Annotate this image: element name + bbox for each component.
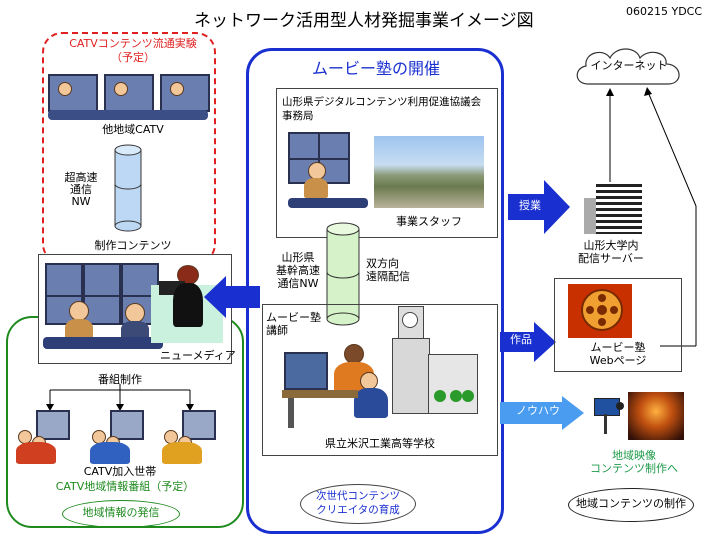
server-label-1: 山形大学内: [583, 239, 639, 252]
local-info-label: 地域情報の発信: [82, 506, 160, 519]
regional-video-label-2: コンテンツ制作へ: [590, 462, 678, 475]
production-studio-image: [38, 254, 232, 364]
classroom-image: [282, 342, 392, 432]
internet-cloud: [576, 48, 680, 85]
regional-scene-image: [628, 392, 684, 440]
secretariat-label: 事務局: [282, 110, 314, 122]
works-label: 作品: [510, 333, 532, 346]
backbone-label-2: 基幹高速: [276, 264, 320, 277]
class-arrow: [508, 180, 570, 234]
catv-households-image: [14, 410, 224, 466]
nw-label-2: 通信: [70, 183, 92, 196]
other-catv-studio-image: [48, 66, 210, 122]
program-production-arrows: [46, 384, 194, 411]
council-label: 山形県デジタルコンテンツ利用促進協議会: [282, 96, 482, 108]
creator-label-2: クリエイタの育成: [316, 504, 400, 516]
web-label-1: ムービー塾: [590, 341, 646, 354]
creator-label-1: 次世代コンテンツ: [316, 490, 400, 502]
program-production-label: 番組制作: [98, 373, 142, 386]
bidirectional-label-2: 遠隔配信: [366, 270, 410, 283]
backbone-label-3: 通信NW: [277, 277, 319, 290]
doc-code: 060215 YDCC: [626, 5, 703, 18]
catv-experiment-sub: （予定）: [111, 51, 155, 64]
works-arrow: [500, 322, 556, 362]
distribute-to-catv-arrow: [204, 276, 260, 318]
high-speed-nw-cylinder: [114, 144, 142, 232]
regional-content-label: 地域コンテンツの制作: [576, 497, 686, 510]
staff-label: 事業スタッフ: [396, 215, 462, 228]
web-label-2: Webページ: [589, 354, 647, 367]
nw-label-1: 超高速: [64, 171, 98, 184]
instructor-label-2: 講師: [266, 324, 288, 337]
server-label-2: 配信サーバー: [578, 252, 644, 265]
nw-label-3: NW: [71, 195, 91, 208]
instructor-label-1: ムービー塾: [266, 311, 321, 324]
creator-oval: [300, 484, 416, 524]
movie-school-title: ムービー塾の開催: [311, 59, 440, 78]
knowhow-label: ノウハウ: [516, 404, 560, 417]
catv-subscribers-label: CATV加入世帯: [83, 465, 157, 478]
regional-video-label-1: 地域映像: [612, 449, 656, 462]
catv-local-program-label: CATV地域情報番組（予定）: [55, 480, 195, 493]
web-page-box: [554, 278, 682, 372]
staff-office-image: [288, 132, 488, 212]
regional-content-oval: [568, 488, 694, 522]
server-building-image: [584, 184, 642, 234]
class-label: 授業: [519, 199, 541, 212]
secretariat-box: [276, 88, 498, 238]
internet-label: インターネット: [590, 59, 668, 72]
bidirectional-label-1: 双方向: [366, 257, 399, 270]
internet-connectors: [606, 87, 697, 347]
new-media-label: ニューメディア: [160, 349, 236, 362]
video-camera-image: [590, 394, 626, 436]
school-box: [262, 304, 498, 456]
school-label: 県立米沢工業高等学校: [325, 437, 435, 450]
film-reel-icon: [568, 284, 632, 338]
catv-experiment-title: CATVコンテンツ流通実験: [69, 37, 197, 50]
backbone-label-1: 山形県: [281, 251, 315, 264]
knowhow-arrow: [500, 396, 584, 430]
school-building-image: [392, 306, 480, 414]
other-catv-label: 他地域CATV: [102, 123, 164, 136]
production-contents-label: 制作コンテンツ: [94, 239, 172, 252]
page-title: ネットワーク活用型人材発掘事業イメージ図: [194, 11, 534, 31]
local-info-oval: [62, 500, 180, 528]
